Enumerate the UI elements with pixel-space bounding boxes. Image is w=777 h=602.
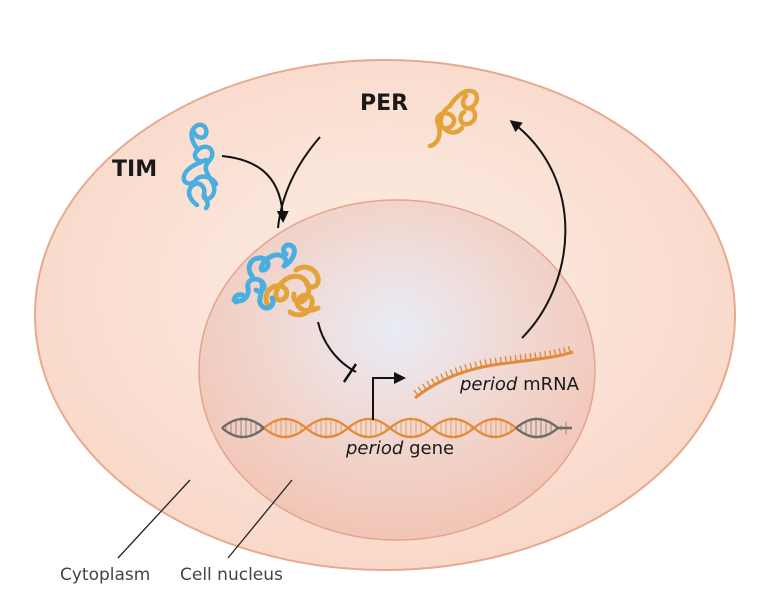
mrna-base-tick	[489, 358, 493, 366]
tim-per-complex-icon	[231, 242, 321, 318]
mrna-base-tick	[449, 369, 454, 377]
mrna-base-tick	[469, 362, 473, 370]
mrna-base-tick	[484, 359, 488, 367]
period-mrna-italic: period	[459, 374, 518, 395]
mrna-base-tick	[509, 355, 512, 363]
period-gene-dna	[221, 417, 572, 439]
mrna-base-tick	[519, 354, 522, 362]
mrna-base-tick	[440, 373, 445, 381]
period-gene-label: period gene	[345, 438, 454, 459]
nucleus-region	[198, 199, 596, 541]
cytoplasm-pointer-line	[117, 479, 191, 559]
mrna-base-tick	[454, 367, 459, 375]
period-mrna-suffix: mRNA	[517, 374, 579, 395]
nucleus-label: Cell nucleus	[180, 565, 283, 585]
mrna-base-tick	[459, 365, 463, 373]
per-to-nucleus-arrow	[277, 136, 321, 229]
period-gene-italic: period	[345, 438, 404, 459]
mrna-base-tick	[548, 350, 552, 358]
mrna-base-tick	[494, 357, 498, 365]
mrna-base-tick	[529, 353, 532, 361]
period-gene-suffix: gene	[403, 438, 454, 459]
mrna-base-tick	[464, 364, 468, 372]
period-mrna-label: period mRNA	[459, 374, 580, 395]
mrna-base-tick	[567, 345, 572, 354]
per-protein-icon	[427, 88, 480, 149]
mrna-base-tick	[524, 353, 527, 361]
mrna-base-tick	[514, 354, 517, 363]
inhibition-symbol	[317, 321, 358, 383]
tim-label: TIM	[112, 157, 157, 182]
mrna-base-tick	[479, 360, 483, 368]
mrna-base-tick	[417, 386, 423, 394]
cytoplasm-label: Cytoplasm	[60, 565, 150, 585]
mrna-base-tick	[563, 347, 567, 355]
mrna-base-tick	[413, 389, 419, 396]
mrna-base-tick	[553, 349, 557, 357]
mrna-base-tick	[504, 356, 507, 364]
mrna-base-tick	[558, 348, 562, 356]
mrna-base-tick	[426, 380, 432, 388]
tim-protein-icon	[181, 122, 219, 211]
mrna-base-tick	[539, 351, 542, 359]
per-label: PER	[360, 91, 408, 116]
mrna-base-tick	[430, 378, 436, 385]
transcription-start-arrow	[372, 372, 406, 420]
mrna-to-per-arrow	[509, 120, 567, 339]
mrna-base-tick	[421, 383, 427, 391]
mrna-base-tick	[534, 352, 537, 360]
mrna-base-tick	[499, 356, 502, 364]
period-mrna-strand	[413, 345, 574, 400]
mrna-base-tick	[435, 375, 440, 383]
nucleus-pointer-line	[227, 479, 293, 559]
mrna-base-tick	[474, 361, 478, 369]
mrna-base-tick	[444, 371, 449, 379]
mrna-base-tick	[544, 350, 547, 359]
